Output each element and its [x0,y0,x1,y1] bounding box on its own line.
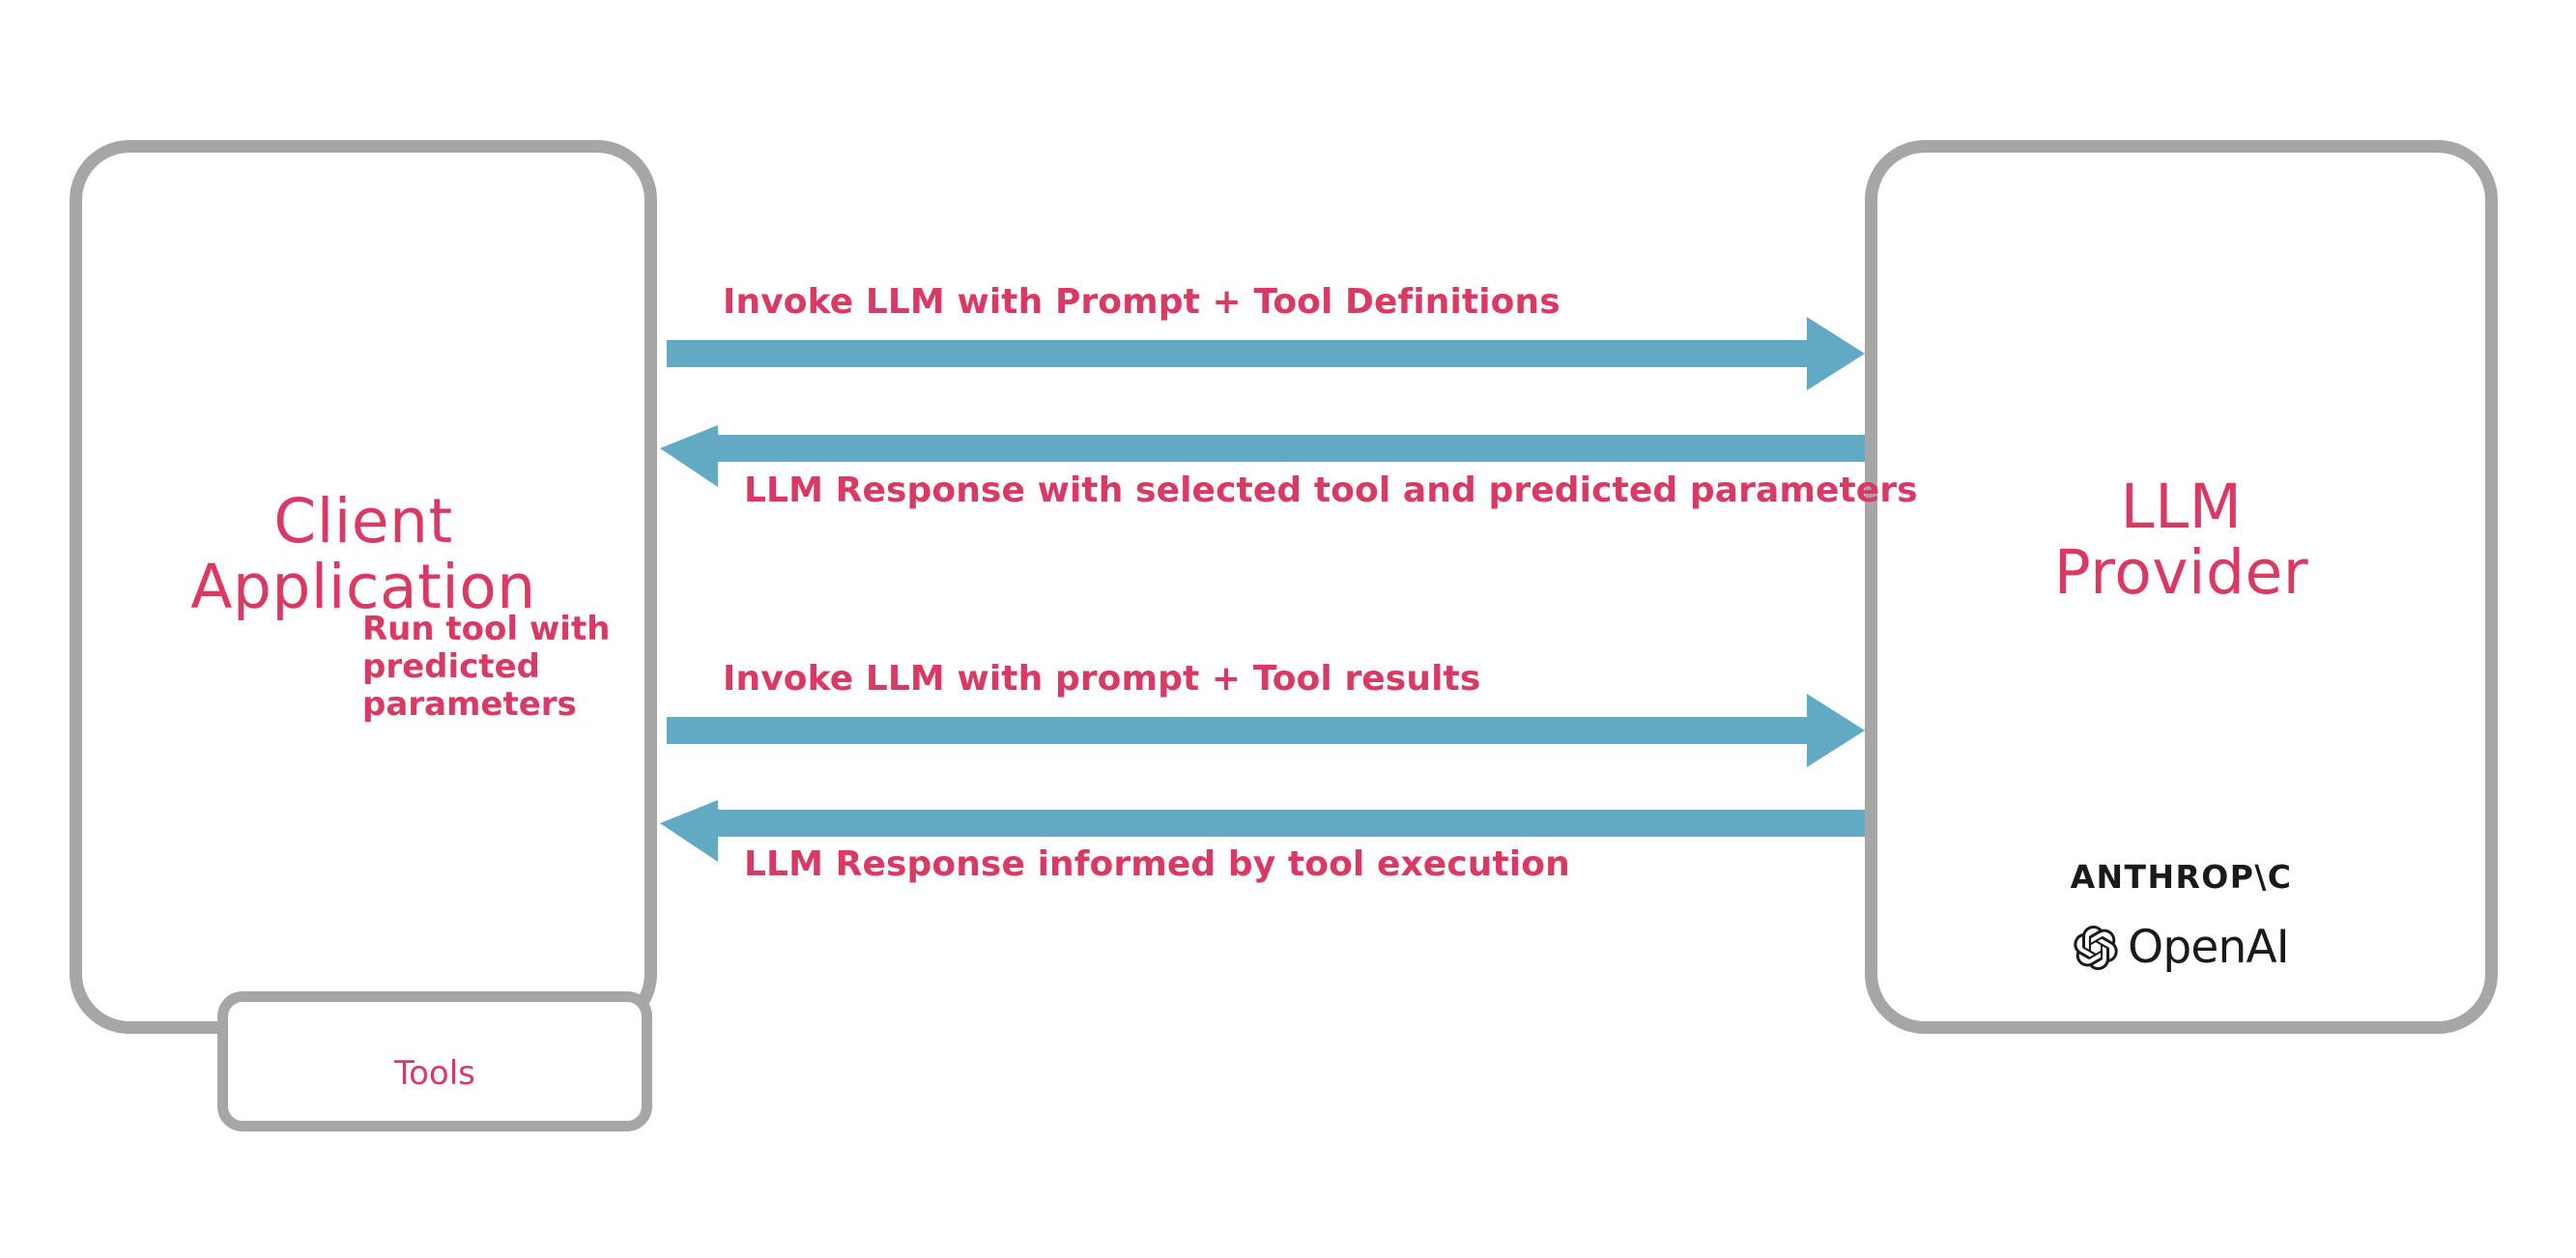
tools-node[interactable]: Tools [217,991,652,1131]
openai-wordmark: OpenAI [2128,921,2290,974]
arrow-label-response-1: LLM Response with selected tool and pred… [744,471,1918,510]
tools-label: Tools [394,1054,475,1093]
arrow-label-run-tool: Run tool with predicted parameters [362,610,611,724]
arrow-invoke-1 [667,317,1865,390]
arrow-label-invoke-2: Invoke LLM with prompt + Tool results [723,659,1481,699]
openai-flower-icon [2074,925,2118,970]
arrow-label-invoke-1: Invoke LLM with Prompt + Tool Definition… [723,282,1560,322]
anthropic-logo: ANTHROP\C [2070,858,2293,896]
llm-provider-node[interactable]: LLM Provider ANTHROP\C OpenAI [1865,140,2498,1034]
openai-logo: OpenAI [1877,921,2485,974]
arrow-label-response-2: LLM Response informed by tool execution [744,844,1570,884]
llm-provider-title: LLM Provider [2053,472,2309,609]
arrow-invoke-2 [667,694,1865,767]
client-application-node[interactable]: Client Application Tools [70,140,657,1131]
client-application-title: Client Application [190,486,536,623]
